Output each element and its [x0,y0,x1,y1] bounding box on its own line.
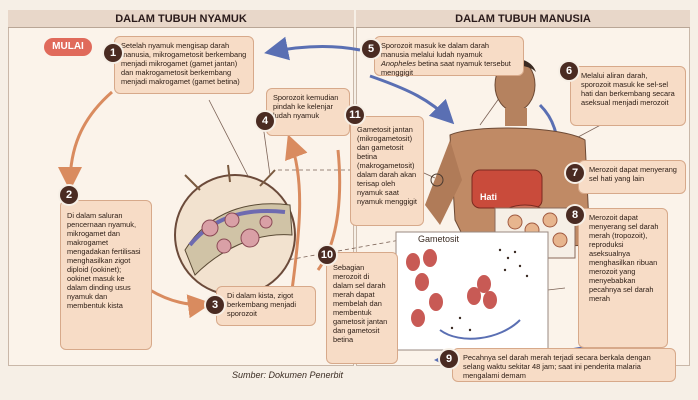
mosquito-gut-illustration [175,165,295,295]
step-1-text: Setelah nyamuk mengisap darah manusia, m… [121,41,246,86]
step-5-badge: 5 [362,40,380,58]
step-10-text: Sebagian merozoit di dalam sel darah mer… [333,263,387,344]
step-6-text: Melalui aliran darah, sporozoit masuk ke… [581,71,675,107]
step-11-box: Gametosit jantan (mikrogametosit) dan ga… [350,116,424,226]
step-3-box: Di dalam kista, zigot berkembang menjadi… [216,286,316,326]
step-4-box: Sporozoit kemudian pindah ke kelenjar lu… [266,88,350,136]
step-5-box: Sporozoit masuk ke dalam darah manusia m… [374,36,524,76]
step-6-box: Melalui aliran darah, sporozoit masuk ke… [570,66,686,126]
blood-cells-inset [396,232,548,350]
gametocyte-label: Gametosit [418,234,459,244]
step-2-badge: 2 [60,186,78,204]
step-9-box: Pecahnya sel darah merah terjadi secara … [452,348,676,382]
step-5-text: Sporozoit masuk ke dalam darah manusia m… [381,41,511,77]
step-11-text: Gametosit jantan (mikrogametosit) dan ga… [357,125,417,206]
step-6-badge: 6 [560,62,578,80]
step-11-badge: 11 [346,106,364,124]
human-figure-illustration [425,59,590,258]
step-3-badge: 3 [206,296,224,314]
step-2-text: Di dalam saluran pencernaan nyamuk, mikr… [67,211,141,310]
step-3-text: Di dalam kista, zigot berkembang menjadi… [227,291,296,318]
step-4-text: Sporozoit kemudian pindah ke kelenjar lu… [273,93,338,120]
step-7-box: Merozoit dapat menyerang sel hati yang l… [578,160,686,194]
step-1-badge: 1 [104,44,122,62]
step-7-text: Merozoit dapat menyerang sel hati yang l… [589,165,677,183]
step-2-box: Di dalam saluran pencernaan nyamuk, mikr… [60,200,152,350]
source-credit: Sumber: Dokumen Penerbit [232,370,343,380]
step-10-badge: 10 [318,246,336,264]
step-8-text: Merozoit dapat menyerang sel darah merah… [589,213,658,303]
step-1-box: Setelah nyamuk mengisap darah manusia, m… [114,36,254,94]
step-8-box: Merozoit dapat menyerang sel darah merah… [578,208,668,348]
liver-label: Hati [480,192,497,202]
start-label: MULAI [44,38,92,56]
step-10-box: Sebagian merozoit di dalam sel darah mer… [326,252,398,364]
step-9-text: Pecahnya sel darah merah terjadi secara … [463,353,651,380]
step-9-badge: 9 [440,350,458,368]
step-7-badge: 7 [566,164,584,182]
step-4-badge: 4 [256,112,274,130]
step-8-badge: 8 [566,206,584,224]
